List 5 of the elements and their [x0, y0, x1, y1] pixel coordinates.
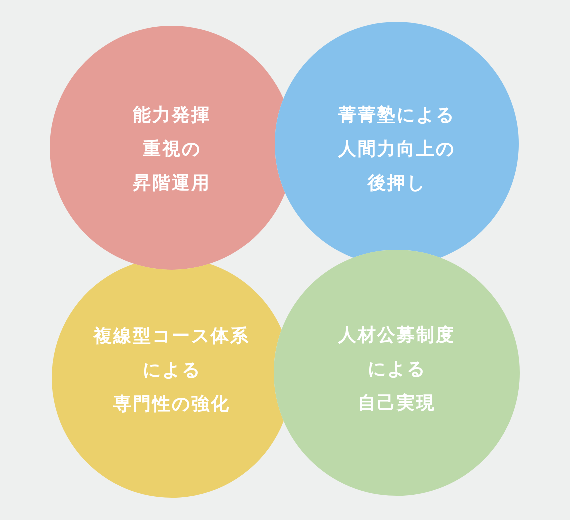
- circle-label: 複線型コース体系による専門性の強化: [94, 325, 250, 417]
- circle-label: 人材公募制度による自己実現: [338, 324, 456, 416]
- circle-label: 菁菁塾による人間力向上の後押し: [338, 104, 456, 196]
- circle-label: 能力発揮重視の昇階運用: [133, 104, 211, 196]
- circle: [274, 250, 520, 496]
